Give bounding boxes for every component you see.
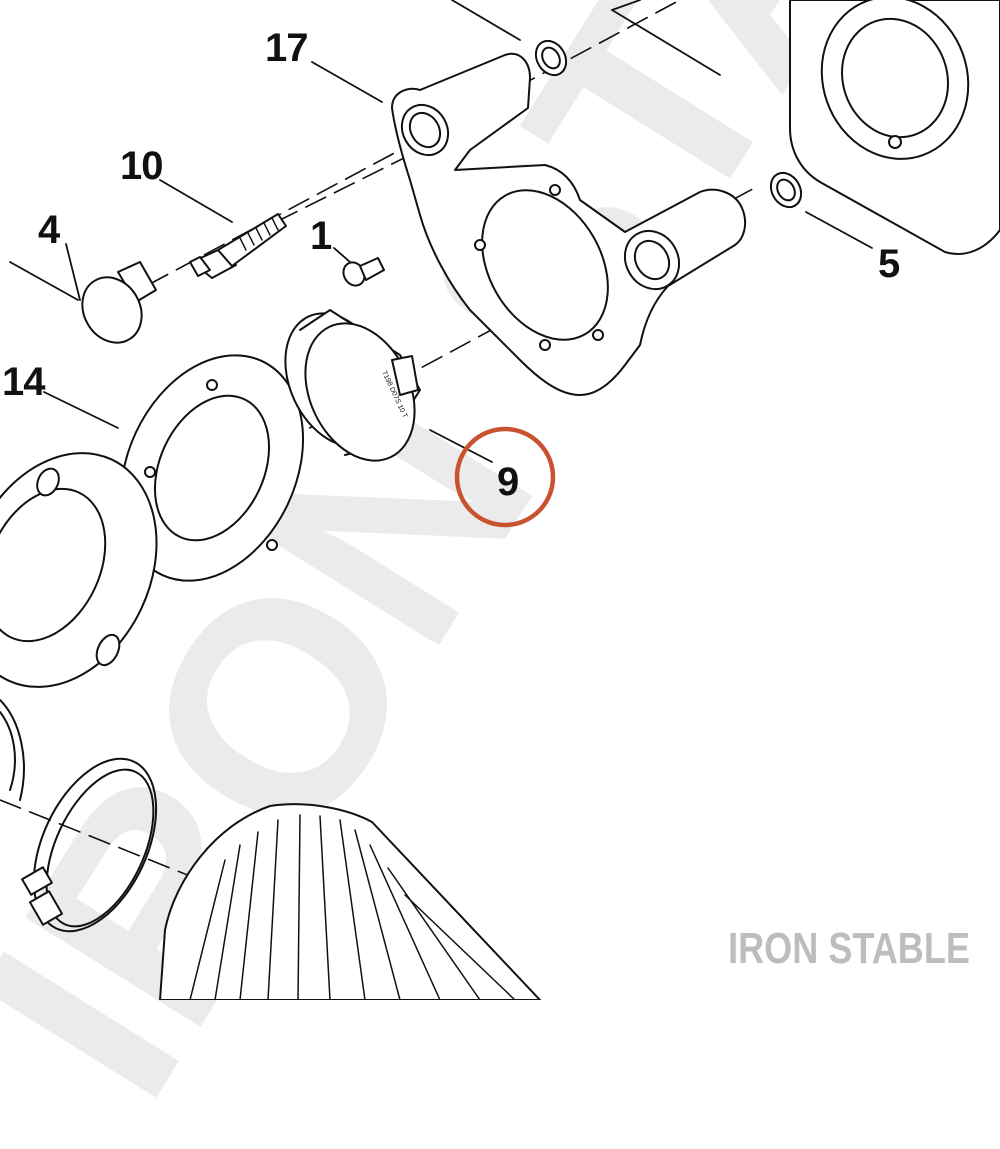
plug-4 [81, 261, 157, 344]
hose-clamp [21, 757, 158, 933]
brand-logo-text: IRON STABLE [728, 924, 970, 973]
backing-plate [789, 0, 1000, 255]
cone-filter [159, 803, 541, 1000]
velocity-ring-9 [284, 309, 421, 462]
o-ring-5 [769, 171, 803, 209]
callout-17: 17 [265, 26, 308, 70]
lower-left-arc [0, 699, 25, 801]
leader-lines [9, 0, 873, 463]
o-ring-top [534, 39, 568, 77]
stud-bolt-10 [189, 213, 287, 279]
lower-left-arc-2 [0, 711, 16, 791]
callout-4: 4 [38, 208, 60, 252]
callout-10: 10 [120, 144, 163, 188]
diagram-art: T198 D07S 10 T [0, 0, 1000, 1000]
callout-5: 5 [878, 242, 900, 286]
bracket-17 [391, 52, 747, 396]
callout-1: 1 [310, 214, 332, 258]
callout-9: 9 [497, 460, 519, 504]
highlight-circle [454, 426, 556, 528]
screw-1 [342, 257, 385, 287]
callout-14: 14 [2, 360, 45, 404]
base-plate [0, 452, 158, 688]
gasket-14 [119, 354, 305, 582]
